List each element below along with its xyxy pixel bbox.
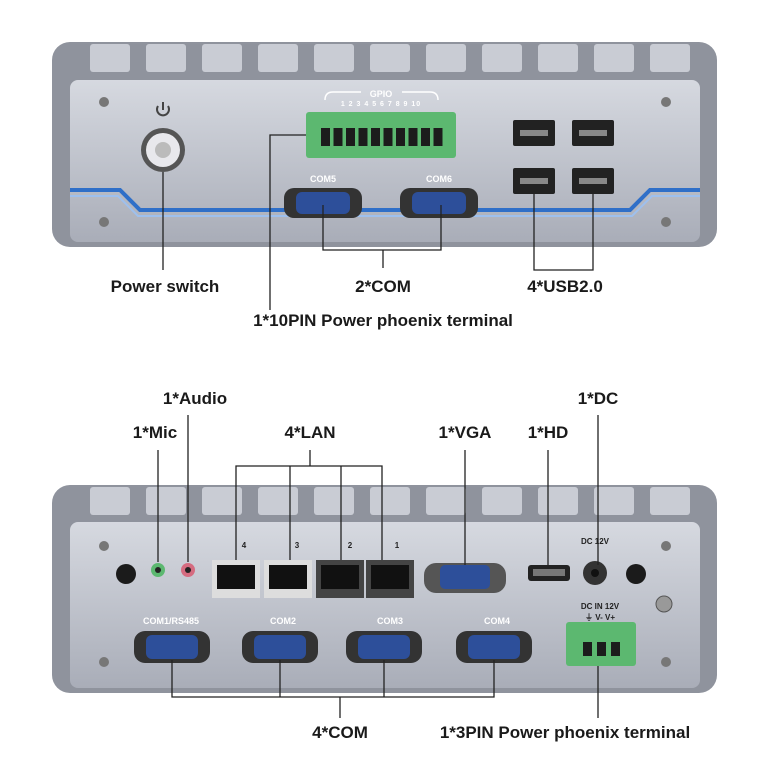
gpio-pin [346,128,355,146]
com2-label: COM2 [269,616,297,626]
gpio-pin [371,128,380,146]
gpio-pin [383,128,393,146]
callout-power-switch: Power switch [110,277,220,296]
bottom-chassis [52,485,717,693]
com3-label: COM3 [376,616,404,626]
heatsink-fin [90,487,130,515]
callout-audio: 1*Audio [162,389,228,408]
heatsink-fin [258,487,298,515]
heatsink-fin [258,44,298,72]
gpio-pin [333,128,343,146]
heatsink-fin [482,487,522,515]
gpio-label: GPIO [369,89,393,99]
gpio-terminal [306,112,456,158]
heatsink-fin [370,44,410,72]
heatsink-fin [314,487,354,515]
heatsink-fin [482,44,522,72]
heatsink-fin [90,44,130,72]
top-leader-lines [162,134,594,310]
com5-label: COM5 [309,174,337,184]
callout-2com: 2*COM [355,277,411,296]
heatsink-fin [370,487,410,515]
gpio-pin [321,128,330,146]
usb-ports [513,120,614,194]
com6-port [400,188,478,218]
heatsink-fin [650,487,690,515]
callout-10pin-phoenix: 1*10PIN Power phoenix terminal [253,311,513,330]
com1-label: COM1/RS485 [142,616,200,626]
heatsink-fin [314,44,354,72]
heatsink-fin [426,44,466,72]
heatsink-fin [594,44,634,72]
lan-number: 2 [347,541,353,550]
gpio-pin [358,128,368,146]
heatsink-fin [538,487,578,515]
callout-hd: 1*HD [527,423,569,442]
heatsink-fin [146,44,186,72]
callout-4com: 4*COM [312,723,368,742]
dc-in-pins: ⏚ V- V+ [584,613,616,622]
com4-label: COM4 [483,616,511,626]
heatsink-fin [594,487,634,515]
vga-port [424,563,506,593]
heatsink-fin [146,487,186,515]
callout-vga: 1*VGA [438,423,492,442]
gpio-pin [396,128,405,146]
hdmi-port [528,565,570,581]
gpio-pin-numbers: 1 2 3 4 5 6 7 8 9 10 [340,101,422,108]
lan-number: 4 [241,541,247,550]
dc-label: DC 12V [580,537,610,546]
heatsink-fin [426,487,466,515]
top-chassis [52,42,717,247]
callout-4usb: 4*USB2.0 [527,277,603,296]
heatsink-fin [538,44,578,72]
dc-jack [583,561,607,585]
gpio-pin [421,128,430,146]
gpio-pin [408,128,418,146]
com5-port [284,188,362,218]
callout-3pin-phoenix: 1*3PIN Power phoenix terminal [439,723,691,742]
dc-phoenix-terminal [566,622,636,666]
power-button [141,102,185,172]
callout-lan: 4*LAN [284,423,336,442]
gpio-pin [433,128,443,146]
bottom-leader-lines [157,415,599,718]
dc-in-label: DC IN 12V [580,602,620,611]
heatsink-fin [202,487,242,515]
heatsink-fin [202,44,242,72]
lan-number: 3 [294,541,300,550]
lan-number: 1 [394,541,400,550]
com6-label: COM6 [425,174,453,184]
heatsink-fin [650,44,690,72]
callout-mic: 1*Mic [132,423,178,442]
callout-dc: 1*DC [577,389,619,408]
